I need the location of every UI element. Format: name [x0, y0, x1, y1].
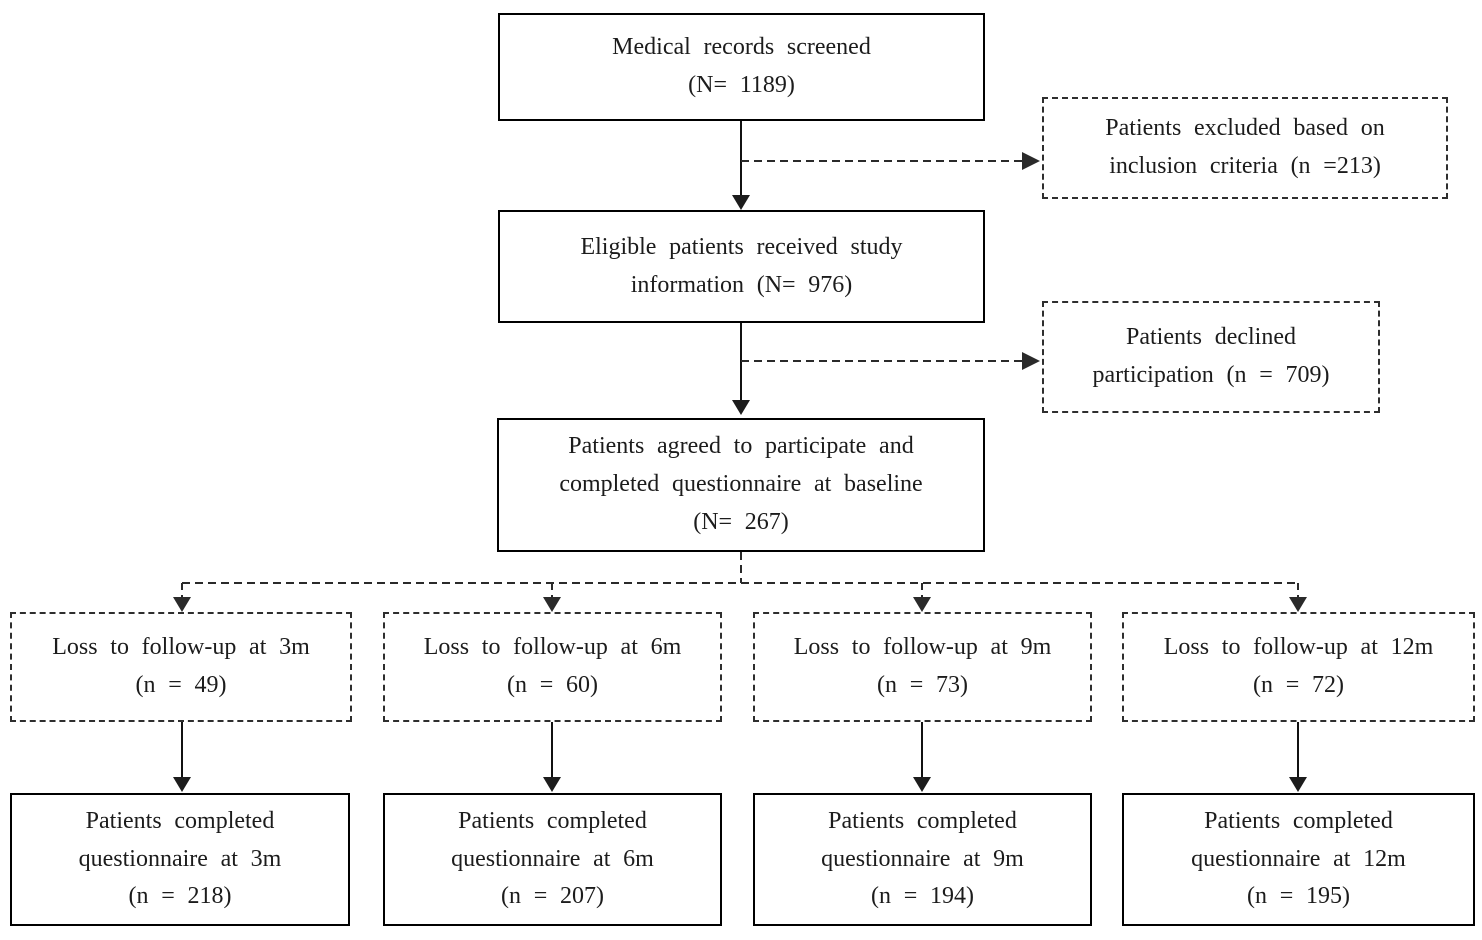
node-text-line: Loss to follow-up at 9m	[793, 634, 1052, 661]
node-text-line: (n = 207)	[501, 883, 604, 910]
node-text-line: Patients completed	[1204, 807, 1393, 834]
node-text-line: information (N= 976)	[630, 271, 853, 298]
edge-loss-completed-9m	[913, 722, 931, 792]
node-loss-6m: Loss to follow-up at 6m (n = 60)	[383, 612, 722, 722]
node-completed-3m: Patients completed questionnaire at 3m (…	[10, 793, 350, 926]
node-completed-6m: Patients completed questionnaire at 6m (…	[383, 793, 722, 926]
node-text-line: (n = 195)	[1247, 883, 1350, 910]
edge-loss-completed-12m	[1289, 722, 1307, 792]
node-text-line: questionnaire at 6m	[451, 845, 654, 872]
node-text-line: Patients completed	[828, 807, 1017, 834]
node-text-line: Patients agreed to participate and	[568, 433, 914, 460]
node-text-line: (n = 49)	[135, 672, 227, 698]
edge-eligible-baseline	[732, 323, 750, 415]
node-text-line: inclusion criteria (n =213)	[1109, 153, 1381, 179]
node-text-line: Eligible patients received study	[580, 233, 903, 260]
node-text-line: Patients excluded based on	[1105, 115, 1385, 142]
node-text-line: questionnaire at 9m	[821, 845, 1024, 872]
edge-loss-completed-3m	[173, 722, 191, 792]
node-text-line: questionnaire at 3m	[78, 845, 282, 872]
node-text-line: Loss to follow-up at 6m	[423, 634, 682, 661]
node-completed-12m: Patients completed questionnaire at 12m …	[1122, 793, 1475, 926]
node-text-line: (n = 72)	[1253, 672, 1344, 698]
node-text-line: Patients declined	[1125, 324, 1296, 351]
node-loss-12m: Loss to follow-up at 12m (n = 72)	[1122, 612, 1475, 722]
node-text-line: Loss to follow-up at 12m	[1163, 634, 1434, 661]
node-text-line: (N= 267)	[693, 508, 789, 535]
edge-screened-eligible	[732, 121, 750, 210]
node-text-line: (n = 73)	[877, 672, 968, 698]
node-completed-9m: Patients completed questionnaire at 9m (…	[753, 793, 1092, 926]
node-loss-3m: Loss to follow-up at 3m (n = 49)	[10, 612, 352, 722]
node-medical-records-screened: Medical records screened (N= 1189)	[498, 13, 985, 121]
edge-screened-excluded	[741, 152, 1040, 170]
edge-baseline-loss-12m	[1289, 583, 1307, 612]
node-text-line: Patients completed	[458, 807, 647, 834]
node-loss-9m: Loss to follow-up at 9m (n = 73)	[753, 612, 1092, 722]
node-text-line: Patients completed	[85, 807, 275, 834]
node-text-line: completed questionnaire at baseline	[559, 471, 923, 498]
edge-loss-completed-6m	[543, 722, 561, 792]
node-eligible-patients: Eligible patients received study informa…	[498, 210, 985, 323]
node-text-line: (n = 218)	[128, 883, 232, 910]
node-text-line: questionnaire at 12m	[1191, 845, 1406, 872]
node-text-line: (n = 194)	[871, 883, 974, 910]
node-patients-declined: Patients declined participation (n = 709…	[1042, 301, 1380, 413]
edge-baseline-rail	[182, 552, 1298, 584]
edge-baseline-loss-9m	[913, 583, 931, 612]
node-patients-excluded: Patients excluded based on inclusion cri…	[1042, 97, 1448, 199]
node-text-line: Medical records screened	[612, 34, 871, 61]
edge-baseline-loss-3m	[173, 583, 191, 612]
edge-eligible-declined	[741, 352, 1040, 370]
node-baseline-questionnaire: Patients agreed to participate and compl…	[497, 418, 985, 552]
edge-baseline-loss-6m	[543, 583, 561, 612]
node-text-line: (n = 60)	[507, 672, 598, 698]
node-text-line: (N= 1189)	[688, 72, 795, 98]
node-text-line: participation (n = 709)	[1092, 362, 1330, 388]
node-text-line: Loss to follow-up at 3m	[52, 634, 310, 661]
